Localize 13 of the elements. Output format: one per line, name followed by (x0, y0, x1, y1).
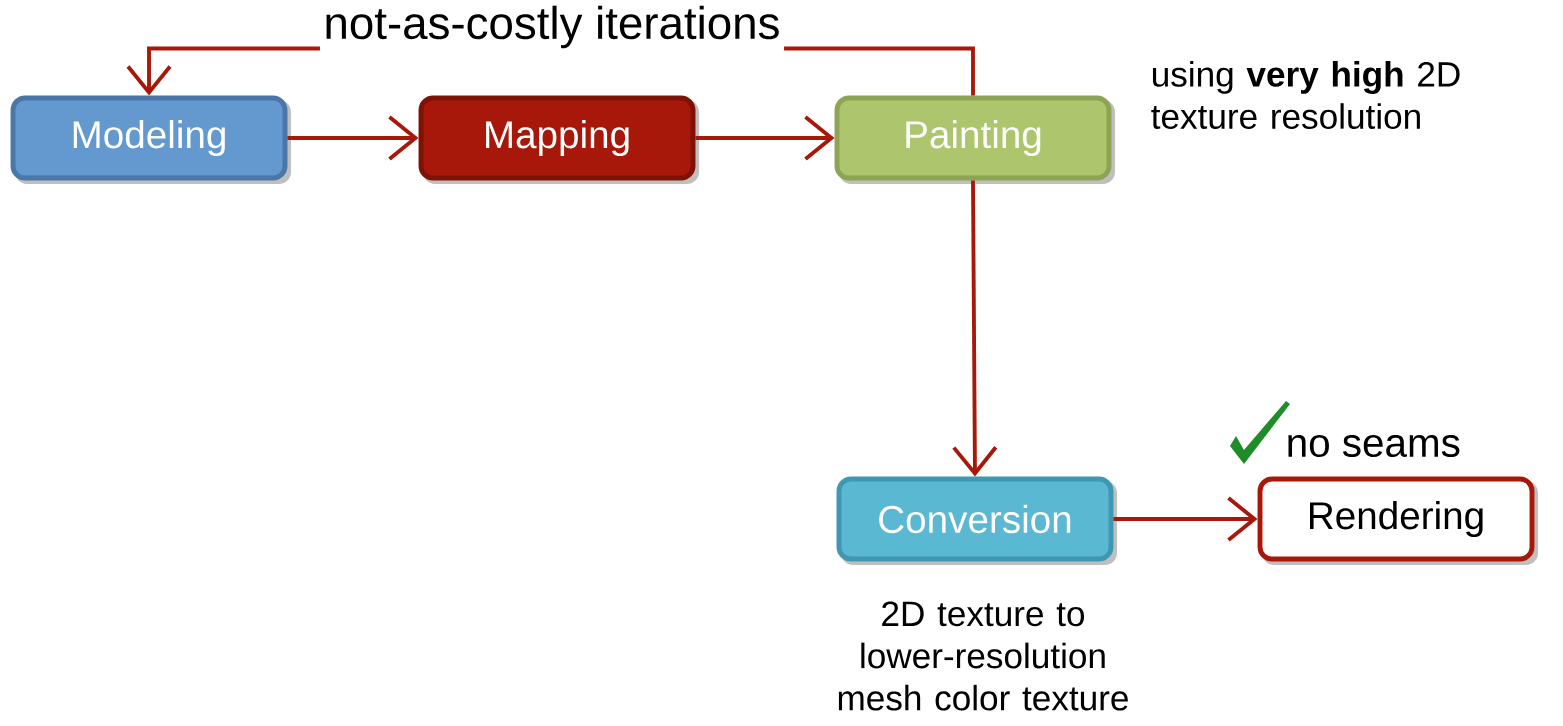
arrow (287, 115, 419, 161)
note-text: 2D texture to lower-resolution mesh color texture (838, 601, 1128, 711)
process-box: Rendering (1257, 476, 1535, 562)
arrow (952, 180, 998, 477)
process-box: Conversion (836, 476, 1114, 562)
note-text: no seams (1288, 434, 1460, 458)
process-box: Modeling (10, 95, 288, 181)
edge-label: not-as-costly iterations (319, 2, 785, 52)
note-text: using very high 2D texture resolution (1151, 61, 1460, 129)
arrow (1113, 496, 1258, 542)
arrow (695, 115, 835, 161)
process-box: Painting (834, 95, 1112, 181)
process-box: Mapping (418, 95, 696, 181)
